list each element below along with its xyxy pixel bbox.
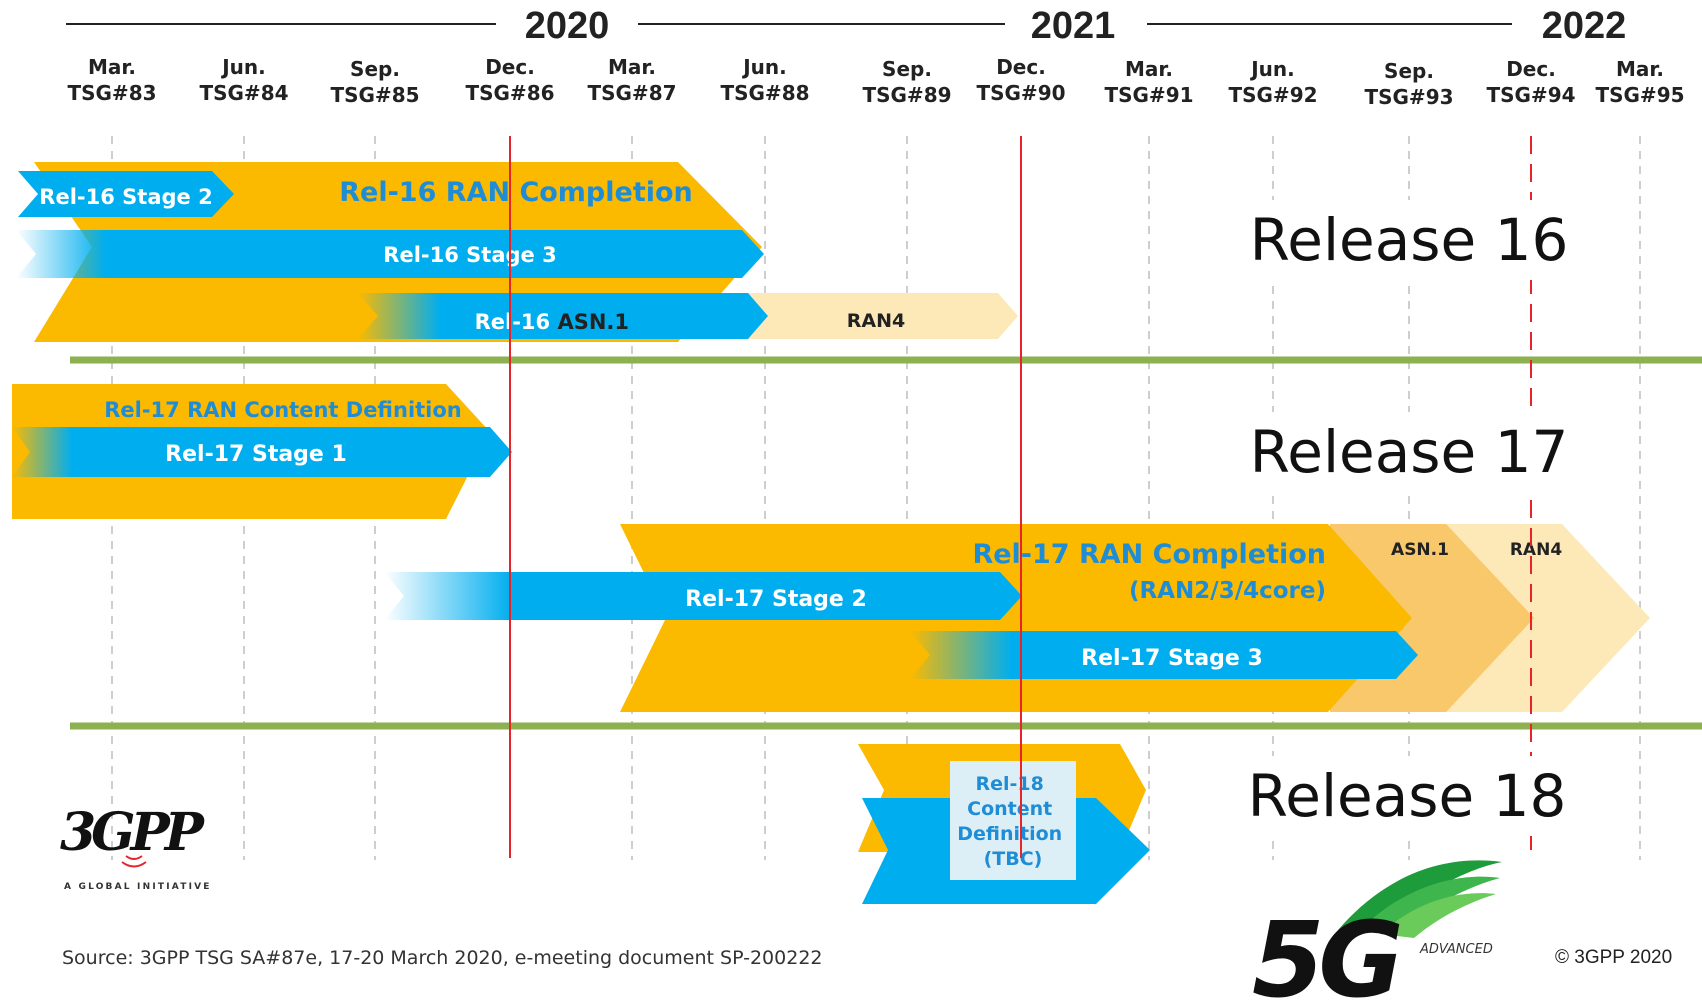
meeting-tsg: TSG#90 xyxy=(976,81,1065,105)
meeting-month: Mar. xyxy=(1125,57,1173,81)
rel17-ran-content-label: Rel-17 RAN Content Definition xyxy=(104,398,462,422)
rel16-stage2-label: Rel-16 Stage 2 xyxy=(39,185,212,209)
signal-waves-icon xyxy=(121,855,147,868)
5g-advanced-logo: 5G ADVANCED xyxy=(1252,860,1502,1005)
release-title: Release 17 xyxy=(1250,418,1569,486)
rel16-stage3-label: Rel-16 Stage 3 xyxy=(383,243,556,267)
meeting-tsg: TSG#89 xyxy=(862,83,951,107)
meeting-tsg: TSG#92 xyxy=(1228,83,1317,107)
release-title-backdrop xyxy=(1250,412,1570,492)
rel18-content-label: Rel-18 Content Definition (TBC) xyxy=(957,773,1069,870)
meeting-tsg: TSG#88 xyxy=(720,81,809,105)
meeting-tsg: TSG#87 xyxy=(587,81,676,105)
meeting-tsg: TSG#95 xyxy=(1595,83,1684,107)
meeting-headers: Mar.TSG#83Jun.TSG#84Sep.TSG#85Dec.TSG#86… xyxy=(67,55,1684,109)
release-18-band: Rel-18 Content Definition (TBC) xyxy=(858,744,1150,904)
3gpp-tagline: A GLOBAL INITIATIVE xyxy=(64,882,212,892)
meeting-month: Jun. xyxy=(220,55,266,79)
5g-advanced-label: ADVANCED xyxy=(1419,942,1493,957)
release-title-backdrop xyxy=(1250,756,1570,836)
rel16-stage2-bar xyxy=(18,171,234,217)
rel18-content-box xyxy=(950,761,1076,880)
meeting-month: Dec. xyxy=(1506,57,1556,81)
meeting-month: Sep. xyxy=(1384,59,1434,83)
meeting-tsg: TSG#86 xyxy=(465,81,554,105)
year-label: 2021 xyxy=(1031,5,1116,47)
release-17-band: Rel-17 RAN Content Definition Rel-17 Sta… xyxy=(12,384,1650,712)
rel17-ran4-label: RAN4 xyxy=(1510,540,1562,560)
year-label: 2020 xyxy=(525,5,610,47)
rel16-ran4-bar xyxy=(748,293,1018,339)
year-label: 2022 xyxy=(1542,5,1627,47)
meeting-month: Sep. xyxy=(882,57,932,81)
release-title-backdrop xyxy=(1250,200,1570,280)
rel17-stage2-label: Rel-17 Stage 2 xyxy=(685,587,867,612)
copyright: © 3GPP 2020 xyxy=(1555,947,1672,968)
3gpp-logo-text: 3GPP xyxy=(60,802,206,863)
rel17-stage3-label: Rel-17 Stage 3 xyxy=(1081,646,1263,671)
release-title: Release 16 xyxy=(1250,206,1569,274)
release-title: Release 18 xyxy=(1248,762,1567,830)
5g-logo-text: 5G xyxy=(1252,899,1399,1005)
rel18-content-line: Content xyxy=(967,798,1052,820)
meeting-tsg: TSG#85 xyxy=(330,83,419,107)
rel17-ran-completion-label: Rel-17 RAN Completion xyxy=(972,539,1326,570)
meeting-month: Mar. xyxy=(1616,57,1664,81)
meeting-tsg: TSG#84 xyxy=(199,81,288,105)
meeting-month: Dec. xyxy=(485,55,535,79)
rel17-ran-completion-sublabel: (RAN2/3/4core) xyxy=(1129,578,1326,604)
rel16-asn1-label: Rel-16 ASN.1 xyxy=(475,310,629,334)
release-16-band: Rel-16 RAN Completion Rel-16 Stage 2 Rel… xyxy=(16,162,1018,342)
meeting-month: Jun. xyxy=(1249,57,1295,81)
rel18-content-line: Definition xyxy=(957,823,1062,845)
rel17-asn1-label: ASN.1 xyxy=(1391,540,1449,560)
rel16-asn1-bar xyxy=(358,293,768,339)
meeting-month: Jun. xyxy=(741,55,787,79)
rel18-content-line: (TBC) xyxy=(984,848,1043,870)
5g-swoosh-icon xyxy=(1380,893,1496,938)
meeting-tsg: TSG#93 xyxy=(1364,85,1453,109)
rel17-stage2-bar xyxy=(384,572,1022,620)
rel18-content-line: Rel-18 xyxy=(976,773,1044,795)
rel16-ran-completion-label: Rel-16 RAN Completion xyxy=(339,177,693,208)
rel16-asn1-suffix: ASN.1 xyxy=(557,310,629,334)
year-header: 2020 2021 2022 xyxy=(66,5,1626,47)
meeting-month: Mar. xyxy=(608,55,656,79)
rel16-stage3-bar xyxy=(16,230,764,278)
rel17-stage1-bar xyxy=(12,427,512,477)
3gpp-logo: 3GPP A GLOBAL INITIATIVE xyxy=(60,802,212,892)
rel17-stage3-bar xyxy=(910,631,1418,679)
meeting-tsg: TSG#91 xyxy=(1104,83,1193,107)
rel16-ran4-label: RAN4 xyxy=(847,310,905,332)
meeting-month: Dec. xyxy=(996,55,1046,79)
release-titles: Release 16 Release 17 Release 18 xyxy=(1248,200,1570,836)
rel16-asn1-prefix: Rel-16 xyxy=(475,310,551,334)
meeting-tsg: TSG#83 xyxy=(67,81,156,105)
meeting-month: Mar. xyxy=(88,55,136,79)
rel17-stage1-label: Rel-17 Stage 1 xyxy=(165,442,347,467)
source-citation: Source: 3GPP TSG SA#87e, 17-20 March 202… xyxy=(62,947,823,969)
meeting-tsg: TSG#94 xyxy=(1486,83,1575,107)
meeting-month: Sep. xyxy=(350,57,400,81)
